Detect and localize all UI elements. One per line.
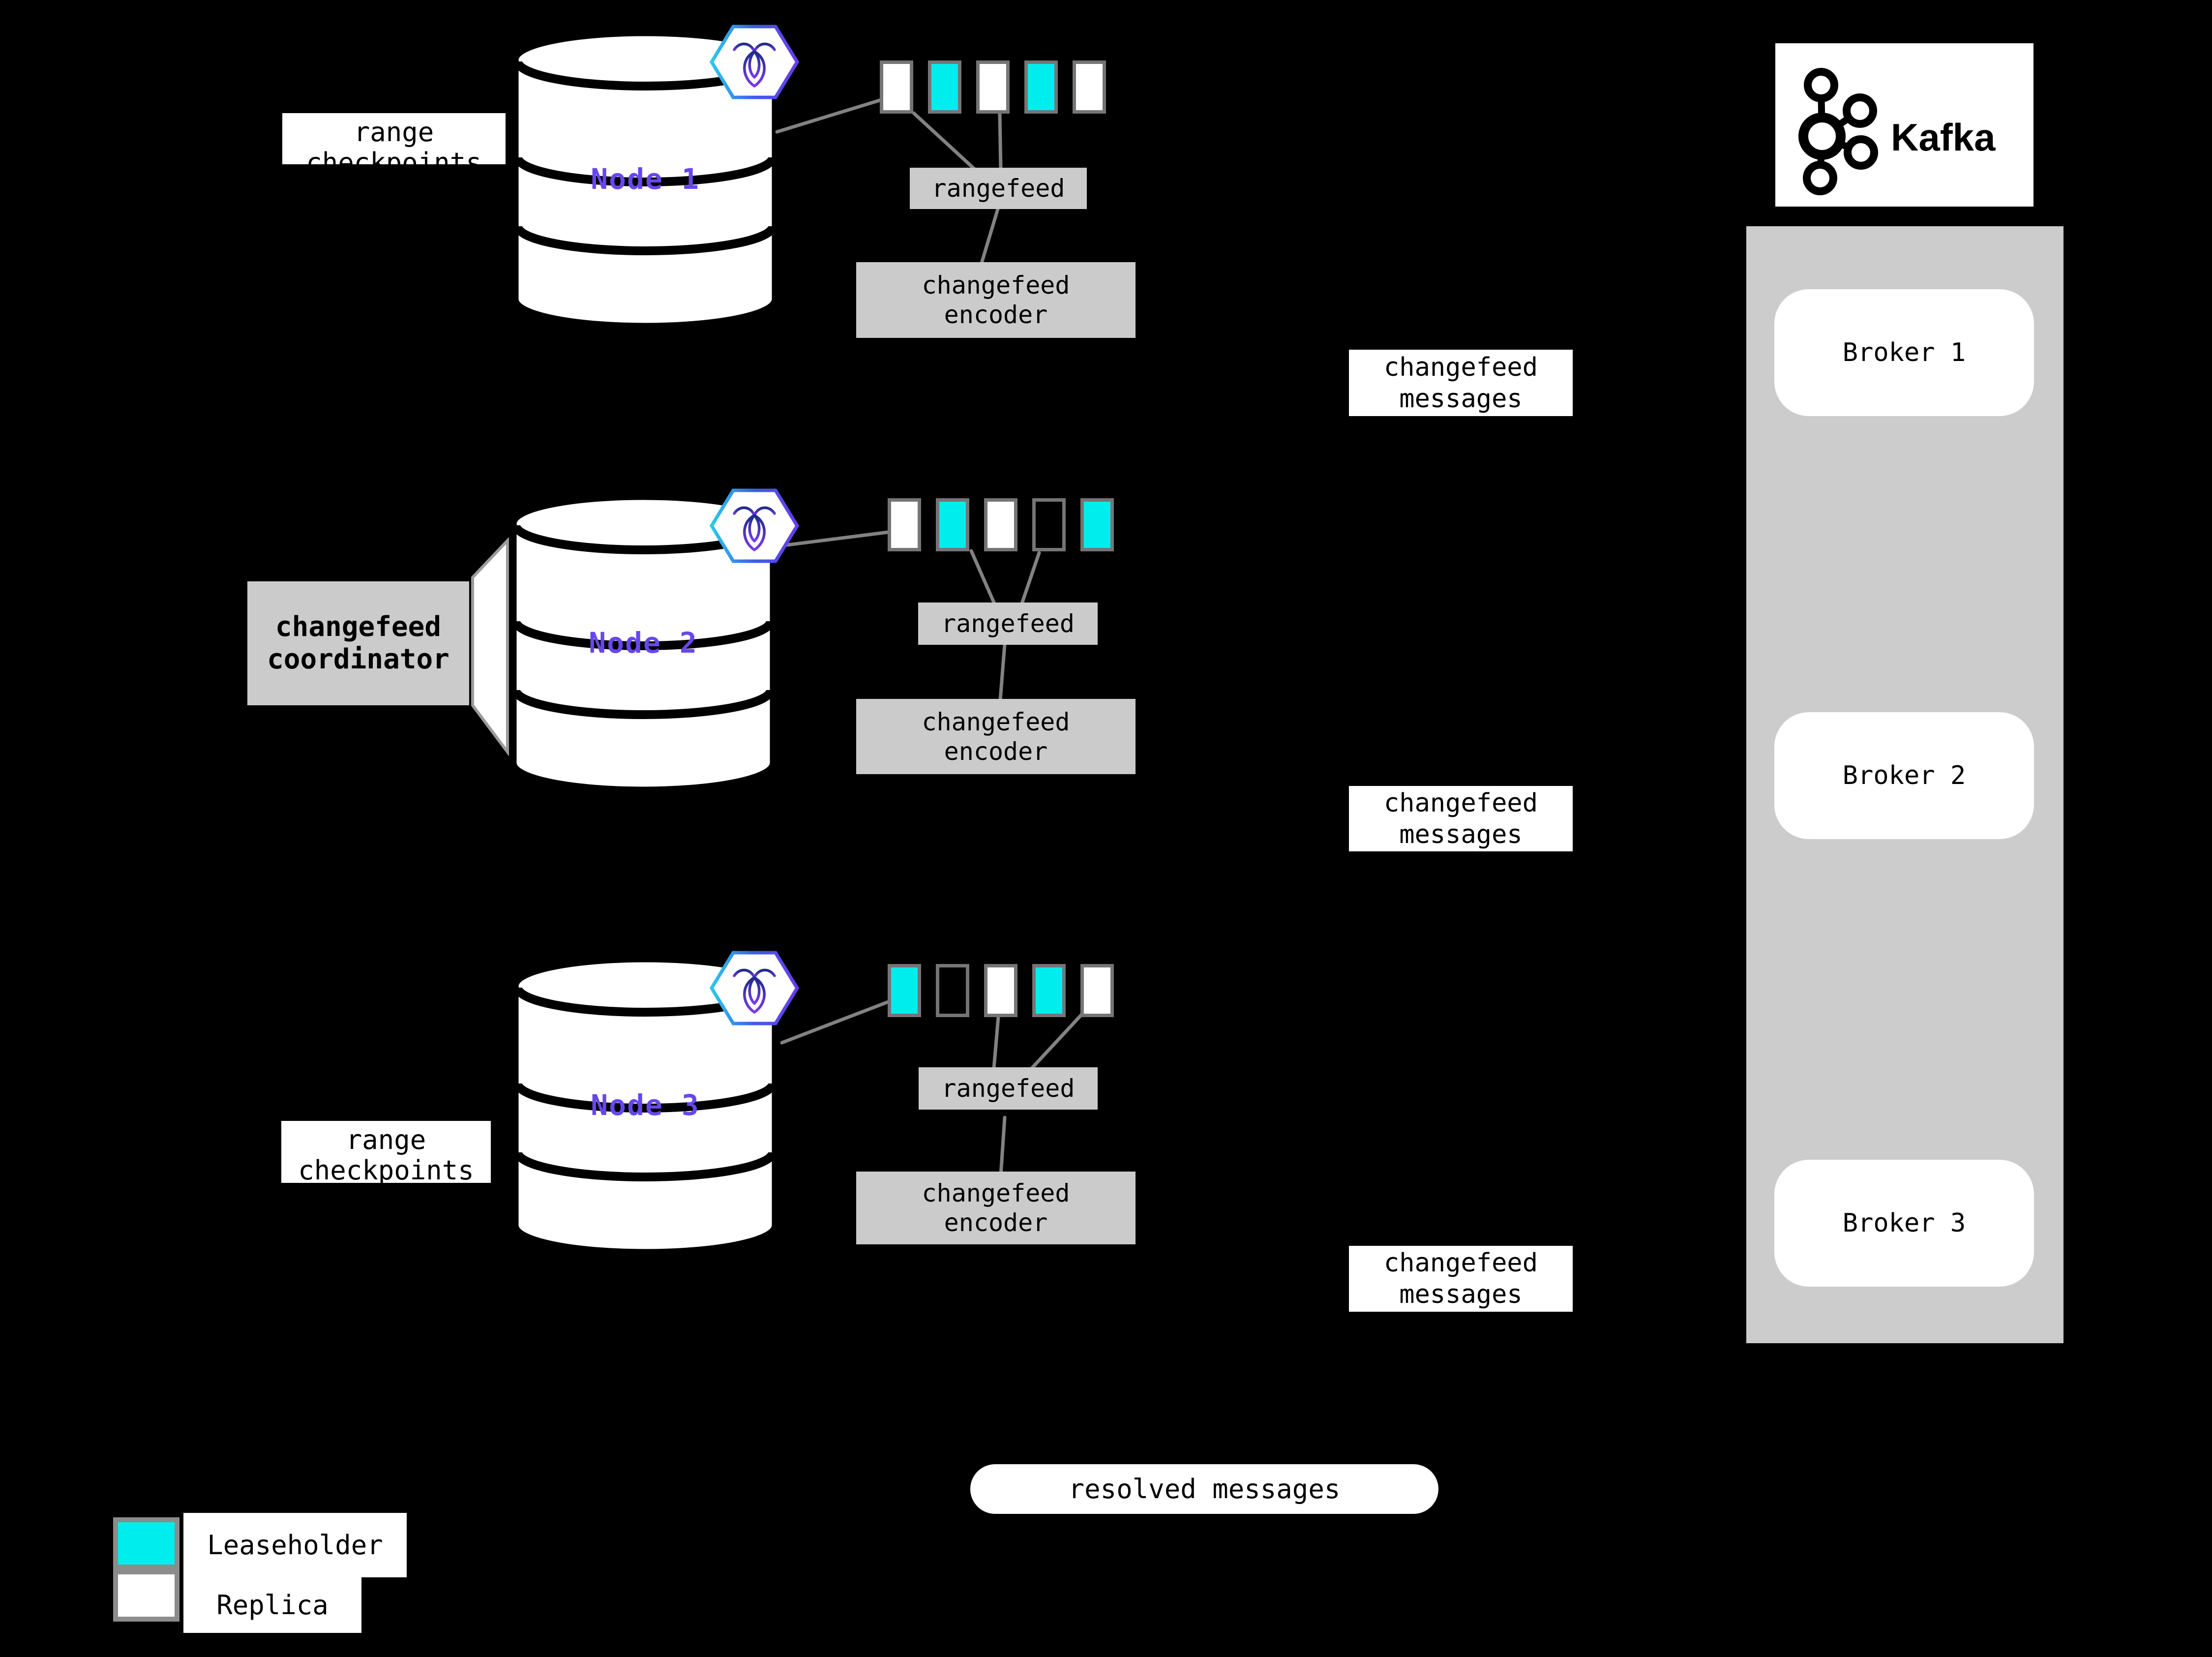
coordinator-pointer-flag [471,538,509,756]
node2-changefeed-messages-text: changefeed messages [1383,788,1538,849]
kafka-logo-icon: Kafka [1798,68,1996,195]
legend-leaseholder-label: Leaseholder [183,1513,407,1577]
node3-changefeed-encoder-text: changefeed encoder [922,1179,1070,1237]
node2-label: Node 2 [589,626,698,660]
connector-rangefeed1-to-encoder1 [980,207,1000,265]
range-cell-leaseholder [888,964,921,1017]
connector-rangefeed2-to-encoder2 [998,642,1007,702]
range-cell-replica [1073,60,1106,114]
legend-replica-label: Replica [183,1577,361,1633]
connector-range2-to-rangefeed2 [969,549,996,605]
node3-changefeed-messages-label: changefeed messages [1349,1246,1573,1312]
kafka-brand-text: Kafka [1891,116,1996,159]
cockroachdb-logo-icon [710,25,799,99]
changefeed-coordinator-box: changefeed coordinator [247,581,469,705]
node1-ranges-row [880,60,1106,114]
broker-3-box: Broker 3 [1774,1160,2034,1287]
node3-changefeed-encoder-box: changefeed encoder [856,1172,1136,1244]
connector-range1-to-rangefeed1 [912,111,977,172]
range-cell-outline [1032,498,1066,551]
range-cell-leaseholder [936,498,969,551]
range-cell-leaseholder [1032,964,1066,1017]
range-cell-replica [888,498,921,551]
node1-changefeed-messages-label: changefeed messages [1349,350,1573,416]
node3-ranges-row [888,964,1114,1017]
range-cell-replica [1080,964,1114,1017]
range-cell-leaseholder [928,60,961,114]
kafka-logo-box: Kafka [1775,43,2033,207]
database-cylinder-icon [515,959,776,1253]
node2-changefeed-messages-label: changefeed messages [1349,786,1573,851]
cockroachdb-logo-icon [710,951,799,1025]
node1-changefeed-encoder-box: changefeed encoder [856,262,1136,338]
database-cylinder-icon [513,496,774,790]
node3-rangefeed-box: rangefeed [919,1067,1098,1110]
range-cell-replica [984,498,1017,551]
legend-replica-swatch [113,1569,179,1622]
resolved-messages-pill: resolved messages [970,1464,1438,1514]
range-cell-replica [976,60,1010,114]
node2-changefeed-encoder-box: changefeed encoder [856,699,1136,774]
node2-rangefeed-box: rangefeed [918,603,1098,645]
node1-range-checkpoints-label: range checkpoints [282,113,506,164]
range-cell-replica [880,60,913,114]
node1-changefeed-encoder-text: changefeed encoder [922,271,1070,329]
node1-changefeed-messages-text: changefeed messages [1383,352,1538,414]
connector-range4-to-rangefeed2 [1020,551,1041,605]
node3-range-checkpoints-label: range checkpoints [281,1121,491,1183]
node2-ranges-row [888,498,1114,551]
broker-2-box: Broker 2 [1774,712,2034,839]
connector-range5-to-rangefeed3 [1030,1011,1085,1070]
node2-changefeed-encoder-text: changefeed encoder [922,707,1070,766]
connector-rangefeed3-to-encoder3 [999,1115,1007,1177]
connector-range3-to-rangefeed1 [998,112,1003,172]
range-cell-outline [936,964,969,1017]
broker-1-box: Broker 1 [1774,289,2034,416]
range-cell-leaseholder [1024,60,1058,114]
range-cell-leaseholder [1080,498,1114,551]
legend-leaseholder-swatch [113,1517,179,1569]
node3-label: Node 3 [591,1088,700,1122]
connector-node1-to-ranges [775,98,883,134]
cockroachdb-logo-icon [710,488,799,563]
node1-rangefeed-box: rangefeed [910,168,1087,209]
node3-changefeed-messages-text: changefeed messages [1383,1248,1538,1309]
connector-range3-to-rangefeed3 [992,1015,1000,1070]
node1-label: Node 1 [591,162,700,196]
range-cell-replica [984,964,1017,1017]
